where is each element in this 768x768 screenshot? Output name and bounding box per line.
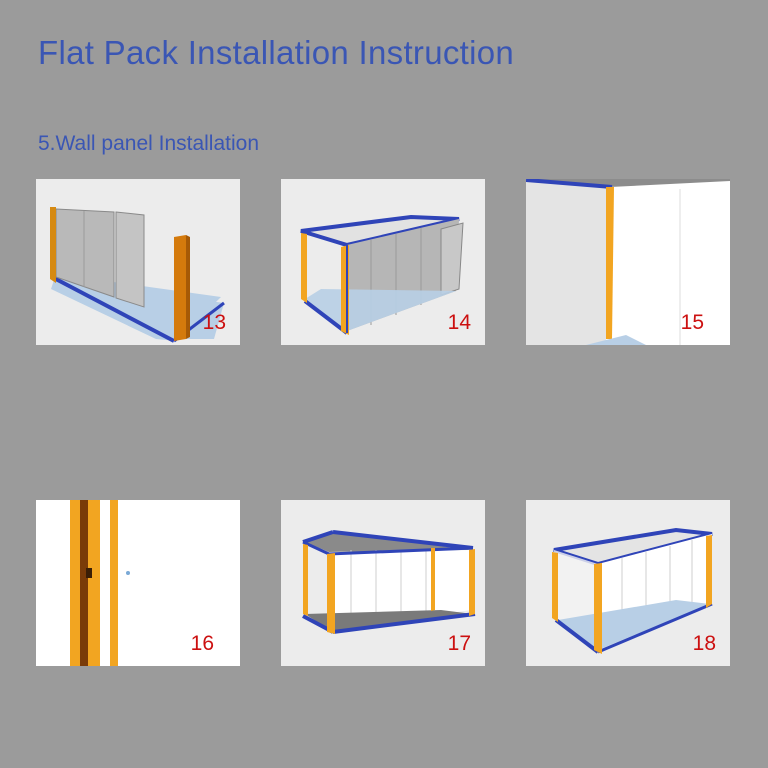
step-number: 13 xyxy=(202,311,226,334)
step-18-illustration xyxy=(552,527,713,654)
step-13-illustration xyxy=(50,207,225,343)
step-image-17: 17 xyxy=(281,500,485,666)
step-14-illustration xyxy=(300,214,464,335)
step-number: 18 xyxy=(692,632,716,655)
step-image-18: 18 xyxy=(526,500,730,666)
step-image-16: 16 xyxy=(36,500,240,666)
step-image-13: 13 xyxy=(36,179,240,345)
step-number: 14 xyxy=(447,311,471,334)
page-title: Flat Pack Installation Instruction xyxy=(38,34,515,71)
step-number: 15 xyxy=(680,311,704,334)
section-heading: 5.Wall panel Installation xyxy=(38,132,260,155)
step-15-illustration xyxy=(526,179,730,345)
step-image-14: 14 xyxy=(281,179,485,345)
step-image-15: 15 xyxy=(526,179,730,345)
step-number: 16 xyxy=(190,632,214,655)
step-17-illustration xyxy=(302,530,476,634)
step-16-illustration xyxy=(70,500,130,666)
step-number: 17 xyxy=(447,632,471,655)
